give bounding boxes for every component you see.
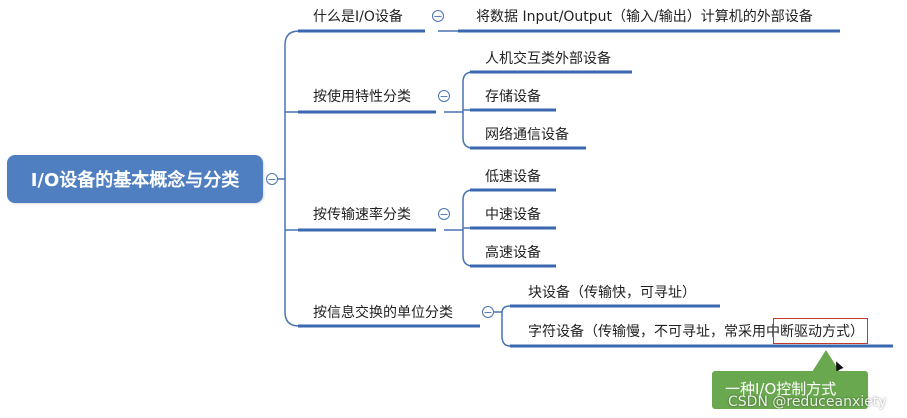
leaf-storage[interactable]: 存储设备 — [485, 89, 541, 105]
connector-line — [462, 82, 478, 149]
highlight-box — [773, 318, 868, 344]
root-node[interactable]: I/O设备的基本概念与分类 — [7, 155, 263, 203]
leaf-block-device[interactable]: 块设备（传输快，可寻址） — [528, 285, 696, 301]
branch-by-unit[interactable]: 按信息交换的单位分类 — [313, 305, 453, 321]
watermark: CSDN @reduceanxiety — [728, 394, 887, 410]
connector-line — [462, 200, 478, 267]
collapse-icon[interactable]: − — [432, 10, 444, 23]
branch-what-is-io[interactable]: 什么是I/O设备 — [313, 9, 403, 25]
collapse-icon[interactable]: − — [438, 90, 450, 103]
collapse-icon[interactable]: − — [482, 306, 494, 319]
branch-by-rate[interactable]: 按传输速率分类 — [313, 207, 411, 223]
connector-line — [501, 305, 515, 314]
callout-text: 一种I/O控制方式 — [725, 380, 837, 398]
connector-line — [501, 313, 515, 347]
leaf-mid-speed[interactable]: 中速设备 — [485, 207, 541, 223]
leaf-network[interactable]: 网络通信设备 — [485, 127, 569, 143]
leaf-char-device[interactable]: 字符设备（传输慢，不可寻址，常采用中断驱动方式） — [528, 324, 864, 340]
leaf-high-speed[interactable]: 高速设备 — [485, 245, 541, 261]
callout-tail — [812, 350, 840, 372]
root-label: I/O设备的基本概念与分类 — [30, 170, 240, 191]
leaf-low-speed[interactable]: 低速设备 — [485, 169, 541, 185]
collapse-icon[interactable]: − — [438, 208, 450, 221]
connector-line — [284, 45, 305, 327]
leaf-human-interaction[interactable]: 人机交互类外部设备 — [485, 51, 611, 67]
collapse-icon[interactable]: − — [266, 173, 278, 186]
callout — [712, 371, 868, 409]
branch-by-usage[interactable]: 按使用特性分类 — [313, 89, 411, 105]
leaf-io-definition[interactable]: 将数据 Input/Output（输入/输出）计算机的外部设备 — [476, 9, 813, 25]
connector-line — [284, 30, 305, 46]
